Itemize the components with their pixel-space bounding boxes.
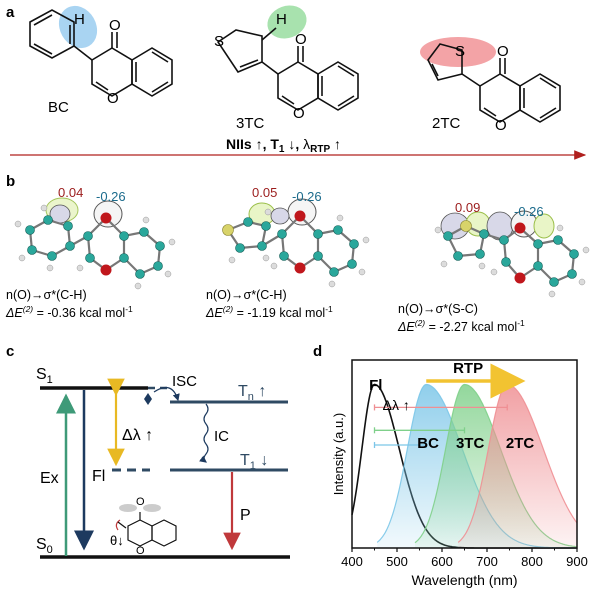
x-tick-label: 500: [386, 554, 408, 569]
series-label-bc: BC: [417, 435, 439, 452]
nbo-structure-3: [434, 210, 590, 298]
3tc-carbonyl-o: O: [295, 31, 307, 48]
highlight-h-3tc: [267, 5, 307, 39]
2tc-s-label: S: [455, 43, 465, 60]
3tc-name: 3TC: [236, 115, 265, 132]
jablonski-diagram: [40, 378, 290, 559]
isc-label: ISC: [172, 373, 197, 390]
bc-carbonyl-o: O: [109, 17, 121, 34]
bc-ring-o: O: [107, 90, 119, 107]
x-tick-label: 700: [476, 554, 498, 569]
nbo-structure-2: [222, 198, 370, 288]
nbo1-energy: ΔE(2) = -0.36 kcal mol-1: [5, 304, 133, 320]
nbo3-right-value: -0.26: [514, 204, 544, 219]
nbo3-left-value: 0.09: [455, 200, 480, 215]
nbo-structure-1: [14, 197, 176, 290]
molecule-bc: [29, 5, 173, 97]
molecule-3tc: [216, 5, 359, 111]
highlight-h-bc: [58, 5, 98, 49]
3tc-s-label: S: [214, 33, 224, 50]
nbo2-left-value: 0.05: [252, 185, 277, 200]
theta-label: θ↓: [110, 533, 124, 548]
t1-label: T1 ↓: [240, 452, 268, 472]
tn-label: Tn ↑: [238, 383, 266, 403]
panel-label-c: c: [6, 343, 14, 360]
x-tick-label: 400: [341, 554, 363, 569]
p-label: P: [240, 507, 251, 524]
delta-lambda-label: Δλ ↑: [122, 427, 153, 444]
2tc-name: 2TC: [432, 115, 461, 132]
nbo1-right-value: -0.26: [96, 189, 126, 204]
series-label-2tc: 2TC: [506, 435, 535, 452]
trend-label: NIIs ↑, T1 ↓, λRTP ↑: [226, 136, 341, 155]
x-tick-label: 900: [566, 554, 588, 569]
fl-label: Fl: [92, 468, 105, 485]
y-axis-label: Intensity (a.u.): [331, 413, 346, 495]
x-tick-label: 800: [521, 554, 543, 569]
series-label-fl: Fl: [369, 377, 382, 394]
series-label-3tc: 3TC: [456, 435, 485, 452]
delta-lambda-label-d: Δλ ↑: [383, 397, 410, 413]
nbo1-interaction: n(O)→σ*(C-H): [6, 288, 87, 302]
nbo2-interaction: n(O)→σ*(C-H): [206, 288, 287, 302]
rtp-label: RTP: [453, 360, 483, 377]
x-tick-label: 600: [431, 554, 453, 569]
s0-label: S0: [36, 536, 53, 556]
bc-h-label: H: [74, 11, 85, 28]
mini-ring-o: O: [136, 545, 145, 557]
panel-label-a: a: [6, 4, 15, 21]
molecule-2tc: [420, 37, 561, 123]
ex-label: Ex: [40, 470, 59, 487]
panel-label-d: d: [313, 343, 322, 360]
nbo2-energy: ΔE(2) = -1.19 kcal mol-1: [205, 304, 333, 320]
3tc-ring-o: O: [293, 105, 305, 122]
ic-label: IC: [214, 428, 229, 445]
s1-label: S1: [36, 366, 53, 386]
series-fill-2tc: [458, 384, 577, 548]
2tc-carbonyl-o: O: [497, 43, 509, 60]
nbo3-interaction: n(O)→σ*(S-C): [398, 302, 478, 316]
nbo2-right-value: -0.26: [292, 189, 322, 204]
bc-name: BC: [48, 99, 69, 116]
x-axis-label: Wavelength (nm): [411, 572, 517, 588]
nbo3-energy: ΔE(2) = -2.27 kcal mol-1: [397, 318, 525, 334]
panel-label-b: b: [6, 173, 15, 190]
nbo1-left-value: 0.04: [58, 185, 83, 200]
2tc-ring-o: O: [495, 117, 507, 134]
ic-arrow: [199, 403, 209, 463]
mini-carbonyl-o: O: [136, 496, 145, 508]
isc-arrow: [153, 386, 180, 402]
3tc-h-label: H: [276, 11, 287, 28]
series-fill-bc: [377, 384, 577, 548]
